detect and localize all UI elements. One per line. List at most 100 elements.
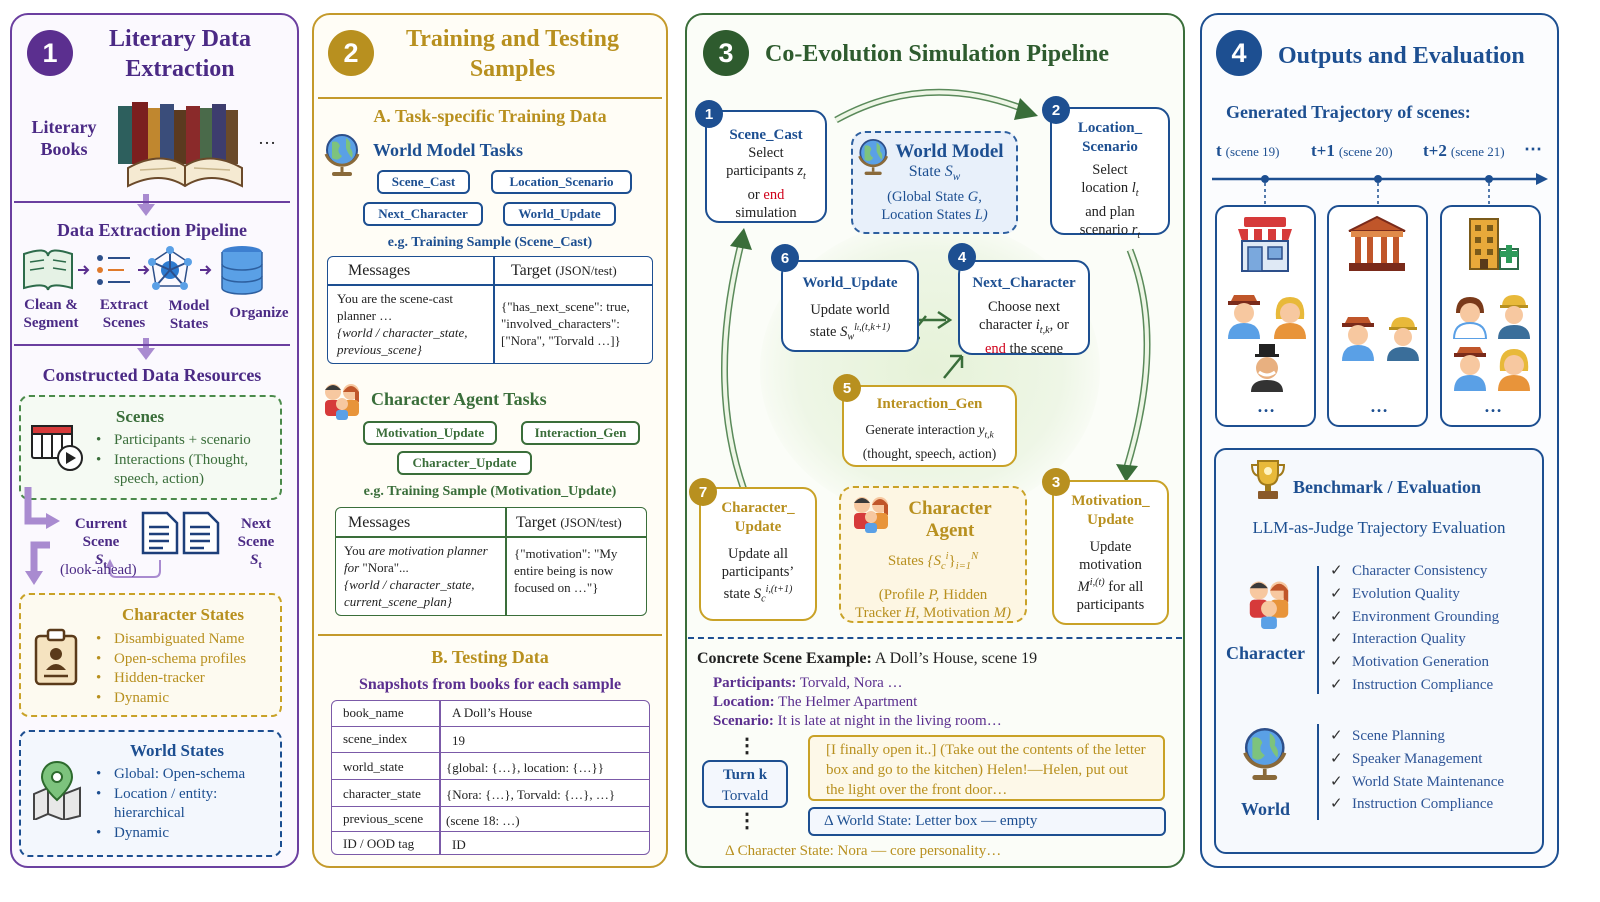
lookahead-arrows xyxy=(24,487,161,585)
world-target-cell: {"has_next_scene": true, "involved_chara… xyxy=(501,299,630,348)
pipeline-icons xyxy=(23,246,263,295)
trophy-icon xyxy=(1250,460,1286,499)
world-model-line2: Location States L) xyxy=(853,206,1016,224)
step-extract-scenes: Extract Scenes xyxy=(99,297,149,331)
next-scene-text: Next Scene xyxy=(237,516,275,550)
timeline-t2-scene: (scene 21) xyxy=(1450,144,1505,159)
testing-value: (scene 18: …) xyxy=(446,813,520,828)
testing-key: character_state xyxy=(343,786,421,801)
world-messages-text: You are the scene-cast planner … xyxy=(337,291,453,323)
testing-value: ID xyxy=(452,837,466,852)
character-eval-label: Character xyxy=(1226,643,1305,663)
node-location-scenario: Location_ Scenario Select location lt an… xyxy=(1050,107,1170,241)
timeline-t1-scene: (scene 20) xyxy=(1338,144,1393,159)
world-update-sup-l: l xyxy=(854,322,857,333)
testing-key: world_state xyxy=(343,759,404,774)
node-motivation-update: Motivation_ Update Update motivation Mi,… xyxy=(1052,480,1169,625)
location-sym2: r xyxy=(1131,221,1138,238)
node-next-character: Next_Character Choose next character it,… xyxy=(958,260,1090,357)
character-update-line3: state Sci,(t+1) xyxy=(701,581,815,609)
world-globe-icon xyxy=(1243,728,1287,780)
character-agent-p: P, xyxy=(928,587,940,603)
turn-label: Turn k xyxy=(722,767,768,783)
panel2-divider-1 xyxy=(318,97,662,99)
world-states-list: Global: Open-schema Location / entity: h… xyxy=(92,765,277,843)
timeline-t: t (scene 19) xyxy=(1216,141,1279,161)
step-organize: Organize xyxy=(229,305,289,321)
panel2-title: Training and Testing Samples xyxy=(406,26,619,82)
character-states-item: Open-schema profiles xyxy=(92,650,277,670)
person-icon xyxy=(1387,317,1419,361)
character-states-item: Hidden-tracker xyxy=(92,669,277,689)
character-agent-close: } xyxy=(948,553,956,569)
world-model-title: World Model xyxy=(895,141,1004,162)
timeline-more: ⋯ xyxy=(1524,139,1542,159)
world-check-item: Speaker Management xyxy=(1330,748,1540,771)
node-scene-cast: Scene_Cast Select participants zt or end… xyxy=(705,110,827,223)
turn-speaker: Torvald xyxy=(721,788,769,804)
motivation-title: Motivation_ Update xyxy=(1071,493,1150,528)
timeline-t2: t+2 (scene 21) xyxy=(1423,141,1505,161)
char-table-vline xyxy=(505,508,507,615)
world-table-vline xyxy=(493,257,495,363)
node-7-badge: 7 xyxy=(689,478,717,506)
character-agent-h: H xyxy=(904,605,916,621)
timeline-t-scene: (scene 19) xyxy=(1225,144,1280,159)
shop-icon xyxy=(1238,217,1292,272)
step-clean-segment: Clean & Segment xyxy=(23,297,79,331)
scenario-line: Scenario: It is late at night in the liv… xyxy=(713,713,1002,730)
world-delta-box: Δ World State: Letter box — empty xyxy=(808,807,1166,836)
document-icon-2 xyxy=(182,511,220,555)
character-agent-states: States {Sci}i=1N xyxy=(841,548,1025,576)
location-label: Location: xyxy=(713,694,775,710)
benchmark-title: Benchmark / Evaluation xyxy=(1293,477,1482,497)
current-scene-text: Current Scene xyxy=(74,516,128,550)
world-update-sym: S xyxy=(840,323,848,340)
character-agent-motivation: , Motivation xyxy=(915,605,990,621)
books-more: … xyxy=(258,128,276,148)
current-scene-label: Current Scene St xyxy=(66,515,136,575)
next-character-line1: Choose next xyxy=(987,299,1061,315)
char-example-title: e.g. Training Sample (Motivation_Update) xyxy=(363,484,617,499)
world-model-state: State Sw xyxy=(853,163,1016,186)
world-update-line2: state Swlt,(t,k+1) xyxy=(783,319,917,347)
column-more: … xyxy=(1370,396,1388,416)
character-agent-sub: c xyxy=(941,561,946,572)
participants-label: Participants: xyxy=(713,675,797,691)
character-update-sub: c xyxy=(761,593,766,605)
current-scene-symbol: S xyxy=(95,552,104,568)
world-states-item: Location / entity: hierarchical xyxy=(92,785,277,824)
testing-value: A Doll’s House xyxy=(452,705,533,720)
world-model-line1: (Global State G, xyxy=(853,188,1016,206)
world-messages-cell: You are the scene-cast planner … {world … xyxy=(337,290,491,358)
panel3-title: Co-Evolution Simulation Pipeline xyxy=(765,41,1110,67)
world-model-sub: w xyxy=(952,171,961,184)
interaction-gen-text: Generate interaction xyxy=(865,422,976,437)
testing-value: {global: {…}, location: {…}} xyxy=(446,760,605,775)
timeline-axis xyxy=(1212,173,1548,208)
panel1-divider-2 xyxy=(14,344,290,346)
next-character-or: , or xyxy=(1049,317,1069,333)
char-tasks-title: Character Agent Tasks xyxy=(371,389,547,409)
world-model-g: G, xyxy=(967,189,982,206)
person-icon xyxy=(1228,295,1260,339)
world-tasks-title: World Model Tasks xyxy=(373,140,524,160)
world-update-line1: Update world xyxy=(810,302,890,318)
panel1-number-badge: 1 xyxy=(27,30,73,76)
concrete-example-value: A Doll’s House, scene 19 xyxy=(874,650,1038,667)
world-check-item: World State Maintenance xyxy=(1330,771,1540,794)
motivation-sym: M xyxy=(1077,578,1090,595)
world-eval-divider xyxy=(1317,724,1319,820)
scenes-title: Scenes xyxy=(115,407,165,426)
next-character-line2: character it,k, or xyxy=(960,316,1088,340)
location-line3: and plan xyxy=(1085,203,1135,220)
scene-cast-or: or xyxy=(747,186,764,203)
task-tag-interaction-gen: Interaction_Gen xyxy=(521,421,640,445)
panel1-divider-1 xyxy=(14,201,290,203)
task-tag-scene-cast: Scene_Cast xyxy=(377,170,470,194)
task-tag-world-update: World_Update xyxy=(503,202,616,226)
character-agent-range-sub: i=1 xyxy=(955,561,972,572)
world-update-state: state xyxy=(809,323,837,340)
testing-table-hline xyxy=(332,831,649,832)
section-a-title: A. Task-specific Training Data xyxy=(373,106,607,126)
